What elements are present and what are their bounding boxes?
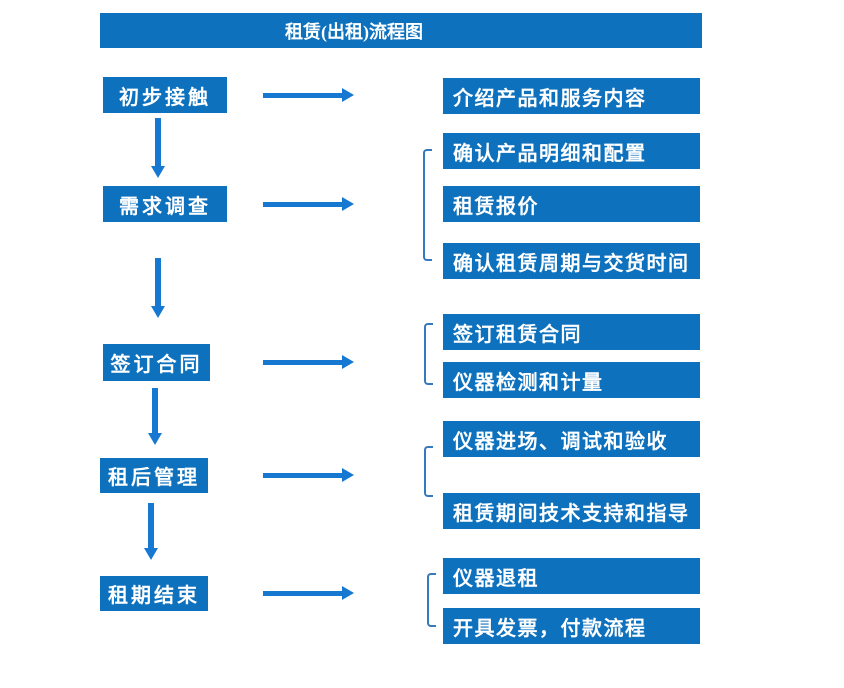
flowchart-title: 租赁(出租)流程图	[285, 21, 423, 42]
step-box: 需求调查	[103, 186, 227, 222]
detail-box: 签订租赁合同	[443, 314, 700, 350]
right-arrowhead-icon	[342, 197, 354, 211]
right-arrow-icon	[263, 590, 342, 596]
right-arrowhead-icon	[342, 88, 354, 102]
group-bracket	[427, 573, 436, 627]
right-arrow-icon	[263, 92, 342, 98]
detail-box: 仪器进场、调试和验收	[443, 421, 700, 457]
right-arrow-icon	[263, 472, 342, 478]
down-arrow-icon	[152, 388, 158, 433]
group-bracket	[424, 323, 433, 385]
step-box: 初步接触	[103, 77, 227, 113]
step-box: 租后管理	[100, 458, 208, 493]
down-arrow-icon	[155, 258, 161, 306]
detail-box: 租赁报价	[443, 186, 700, 222]
down-arrow-icon	[148, 503, 154, 548]
right-arrow-icon	[263, 201, 342, 207]
right-arrowhead-icon	[342, 586, 354, 600]
group-bracket	[423, 149, 432, 261]
right-arrowhead-icon	[342, 355, 354, 369]
step-box: 签订合同	[103, 344, 210, 381]
flowchart-title-bar: 租赁(出租)流程图	[100, 13, 702, 48]
group-bracket	[424, 446, 433, 497]
down-arrowhead-icon	[151, 166, 165, 178]
down-arrowhead-icon	[144, 548, 158, 560]
right-arrowhead-icon	[342, 468, 354, 482]
detail-box: 确认租赁周期与交货时间	[443, 243, 700, 279]
detail-box: 确认产品明细和配置	[443, 133, 700, 169]
right-arrow-icon	[263, 359, 342, 365]
detail-box: 仪器检测和计量	[443, 362, 700, 398]
down-arrowhead-icon	[151, 306, 165, 318]
detail-box: 开具发票，付款流程	[443, 608, 700, 644]
down-arrowhead-icon	[148, 433, 162, 445]
down-arrow-icon	[155, 118, 161, 166]
step-box: 租期结束	[100, 576, 208, 611]
detail-box: 仪器退租	[443, 558, 700, 594]
detail-box: 介绍产品和服务内容	[443, 78, 700, 114]
detail-box: 租赁期间技术支持和指导	[443, 493, 700, 529]
